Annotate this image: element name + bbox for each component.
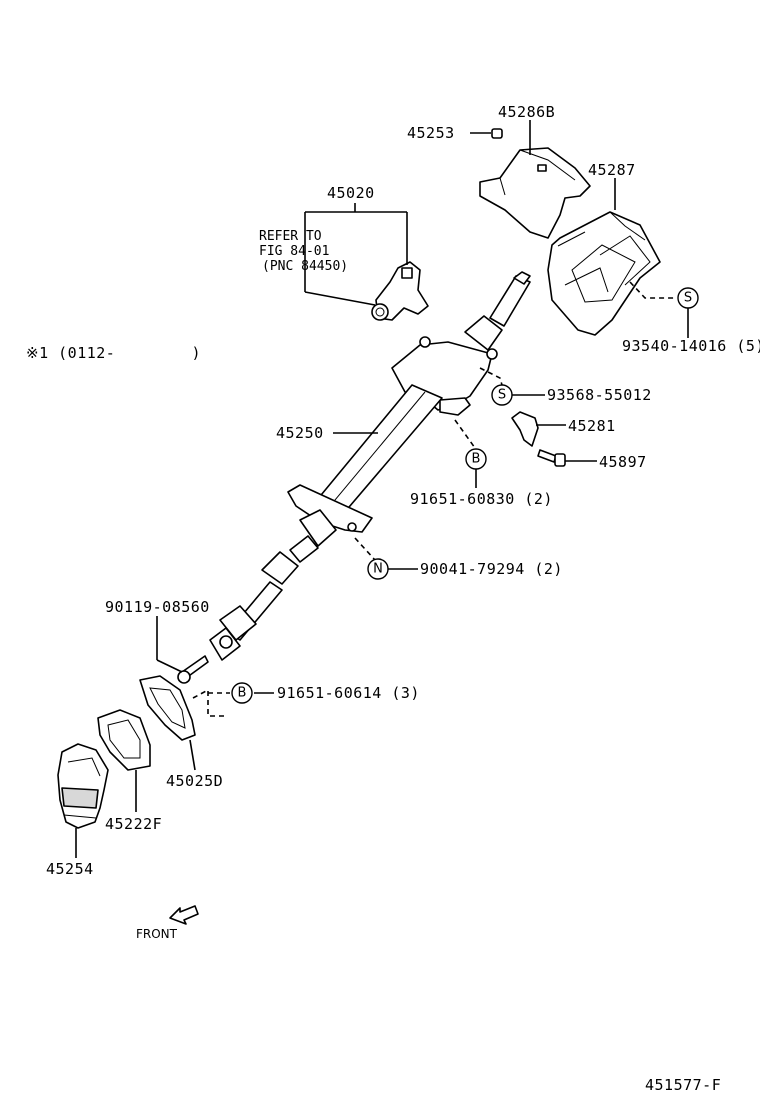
callout-45020: 45020 [327,184,375,202]
callout-90119: 90119-08560 [105,598,210,616]
symbol-b-circle: B [231,682,253,704]
symbol-s-label: S [498,388,506,403]
callout-45250: 45250 [276,424,324,442]
callout-45254: 45254 [46,860,94,878]
star-note: ※1 (0112- ) [26,344,201,362]
callout-93540: 93540-14016 (5) [622,337,760,355]
callout-90041: 90041-79294 (2) [420,560,563,578]
refer-note-line2: FIG 84-01 [259,244,329,259]
symbol-s-circle: S [491,384,513,406]
refer-note-line3: (PNC 84450) [262,259,348,274]
callout-45222f: 45222F [105,815,162,833]
bracket-45281 [511,411,539,447]
symbol-n-circle: N [367,558,389,580]
symbol-s-circle: S [677,287,699,309]
column-mounting-part [371,261,429,321]
bolt-45897 [537,449,566,467]
leader-lines [75,120,689,858]
callout-45897: 45897 [599,453,647,471]
figure-id: 451577-F [645,1076,721,1094]
refer-note-line1: REFER TO [259,229,322,244]
callout-45287: 45287 [588,161,636,179]
callout-45281: 45281 [568,417,616,435]
front-label: FRONT [136,927,178,941]
callout-45025d: 45025D [166,772,223,790]
callout-45286b: 45286B [498,103,555,121]
clip-45253 [491,128,503,139]
front-arrow-icon [169,905,199,925]
callout-91651-60614: 91651-60614 (3) [277,684,420,702]
symbol-s-label: S [684,291,692,306]
symbol-n-label: N [373,562,383,577]
plate-45025d [139,675,196,741]
callout-91651-60830: 91651-60830 (2) [410,490,553,508]
bolt-90119 [177,655,209,684]
steering-column [209,271,531,661]
callout-45253: 45253 [407,124,455,142]
symbol-b-circle: B [465,448,487,470]
upper-column-cover [479,147,591,239]
symbol-b-label: B [238,686,247,701]
callout-93568: 93568-55012 [547,386,652,404]
lower-column-cover [547,211,661,336]
seal-45222f [97,709,151,771]
symbol-b-label: B [472,452,481,467]
boot-45254 [57,743,109,829]
